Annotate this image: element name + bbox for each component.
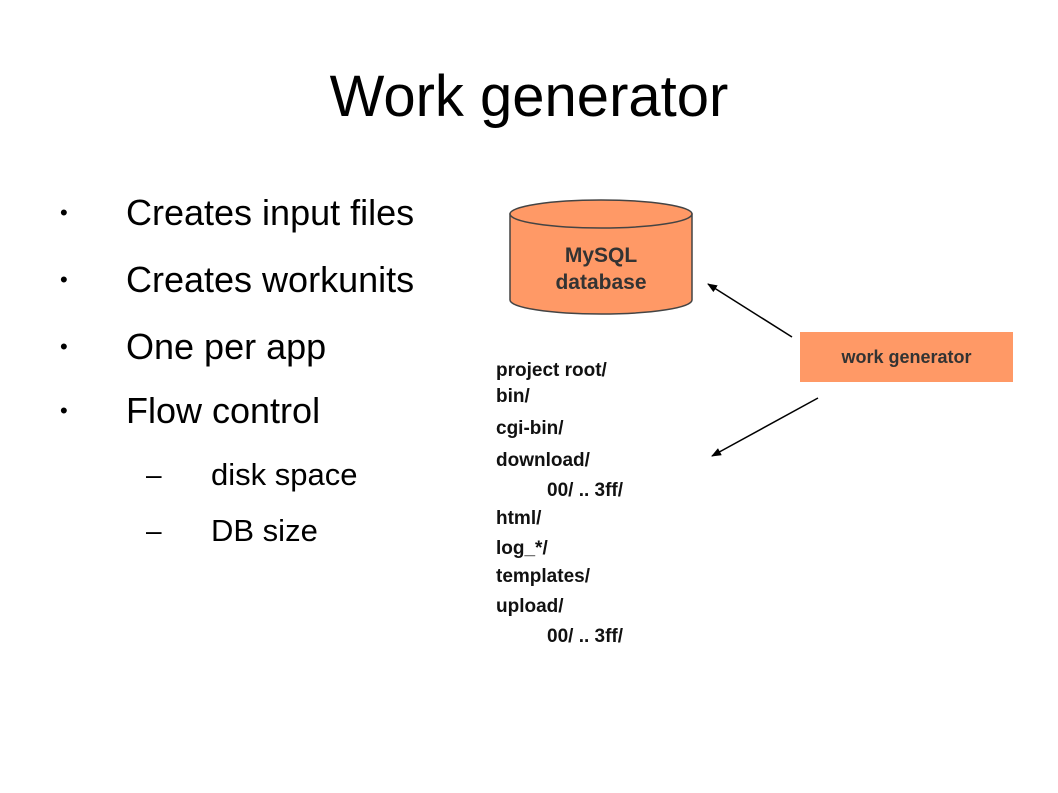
- sub-bullet-dash: –: [146, 515, 162, 546]
- bullet-text: Creates workunits: [126, 259, 415, 300]
- arrow-to-project-directory: [711, 397, 819, 457]
- dir-html: html/: [496, 508, 542, 529]
- slide-title: Work generator: [329, 64, 729, 129]
- bullet-text: Creates input files: [126, 192, 415, 233]
- database-cylinder: [509, 199, 693, 315]
- bullet-creates-workunits: • Creates workunits: [60, 258, 415, 302]
- bullet-dot: •: [60, 200, 68, 225]
- bullet-one-per-app: • One per app: [60, 325, 327, 369]
- dir-bin: bin/: [496, 386, 530, 407]
- dir-upload: upload/: [496, 596, 564, 617]
- bullet-text: Flow control: [126, 390, 321, 431]
- sub-bullet-text: DB size: [211, 513, 318, 548]
- dir-templates: templates/: [496, 566, 590, 587]
- database-label-line2: database: [555, 271, 647, 294]
- dir-log: log_*/: [496, 538, 548, 559]
- arrow-to-database: [707, 283, 793, 338]
- bullet-flow-control: • Flow control: [60, 389, 321, 433]
- sub-bullet-text: disk space: [211, 457, 358, 492]
- bullet-dot: •: [60, 267, 68, 292]
- dir-upload-subdirs: 00/ .. 3ff/: [547, 626, 624, 647]
- work-generator-box: work generator: [800, 332, 1013, 382]
- sub-bullet-dash: –: [146, 459, 162, 490]
- dir-project-root: project root/: [496, 360, 607, 381]
- sub-bullet-disk-space: – disk space: [146, 456, 358, 494]
- dir-download: download/: [496, 450, 590, 471]
- database-label-line1: MySQL: [564, 244, 638, 267]
- dir-download-subdirs: 00/ .. 3ff/: [547, 480, 624, 501]
- bullet-dot: •: [60, 398, 68, 423]
- bullet-text: One per app: [126, 326, 327, 367]
- dir-cgi-bin: cgi-bin/: [496, 418, 564, 439]
- work-generator-label: work generator: [841, 346, 972, 367]
- sub-bullet-db-size: – DB size: [146, 512, 318, 550]
- bullet-creates-input-files: • Creates input files: [60, 191, 415, 235]
- bullet-dot: •: [60, 334, 68, 359]
